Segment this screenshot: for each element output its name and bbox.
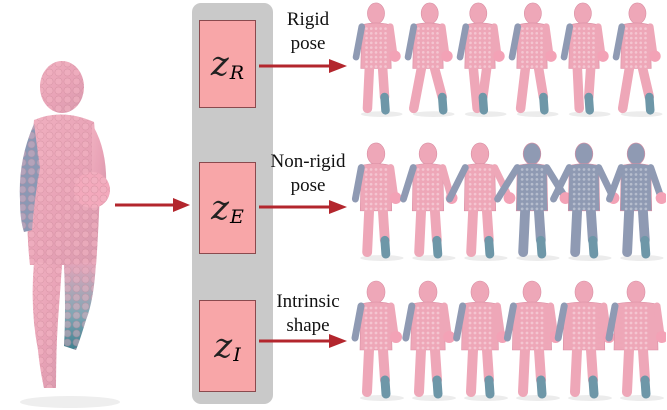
row-label-line: pose: [290, 175, 326, 196]
row-label-rigid: Rigid pose: [250, 8, 366, 56]
output-arrow-nonrigid: [259, 200, 347, 214]
human-figure: [351, 280, 404, 401]
latent-symbol: z: [214, 326, 233, 366]
human-figure: [606, 142, 666, 261]
human-figure: [554, 280, 615, 401]
human-figure: [560, 2, 611, 117]
row-label-line: Rigid: [286, 9, 330, 30]
rigid-pose-figures-row: [352, 2, 663, 117]
row-label-line: pose: [290, 33, 326, 54]
latent-subscript: E: [230, 206, 244, 228]
nonrigid-pose-figures-row: [351, 142, 666, 261]
human-figure: [446, 142, 516, 261]
human-figure: [612, 2, 663, 117]
human-figure: [494, 142, 572, 261]
source-human-figure: [19, 61, 120, 408]
human-figure: [508, 2, 559, 117]
human-figure: [456, 2, 507, 117]
output-arrow-rigid: [259, 59, 347, 73]
row-label-line: Non-rigid: [270, 151, 346, 172]
human-figure: [404, 2, 455, 117]
row-label-nonrigid: Non-rigid pose: [250, 150, 366, 198]
latent-symbol: z: [211, 188, 230, 228]
human-figure: [550, 142, 620, 261]
intrinsic-shape-figures-row: [351, 280, 666, 401]
row-label-intrinsic: Intrinsic shape: [250, 290, 366, 338]
human-figure: [351, 142, 404, 261]
input-arrow: [115, 198, 190, 212]
row-label-line: shape: [286, 315, 330, 336]
output-arrow-intrinsic: [259, 334, 347, 348]
row-label-line: Intrinsic: [276, 291, 340, 312]
human-figure: [605, 280, 666, 401]
latent-subscript: I: [233, 344, 241, 366]
human-figure: [453, 280, 509, 401]
human-figure: [352, 2, 403, 117]
latent-symbol: z: [210, 44, 229, 84]
latent-subscript: R: [229, 62, 245, 84]
human-figure: [402, 280, 456, 401]
human-figure: [503, 280, 562, 401]
